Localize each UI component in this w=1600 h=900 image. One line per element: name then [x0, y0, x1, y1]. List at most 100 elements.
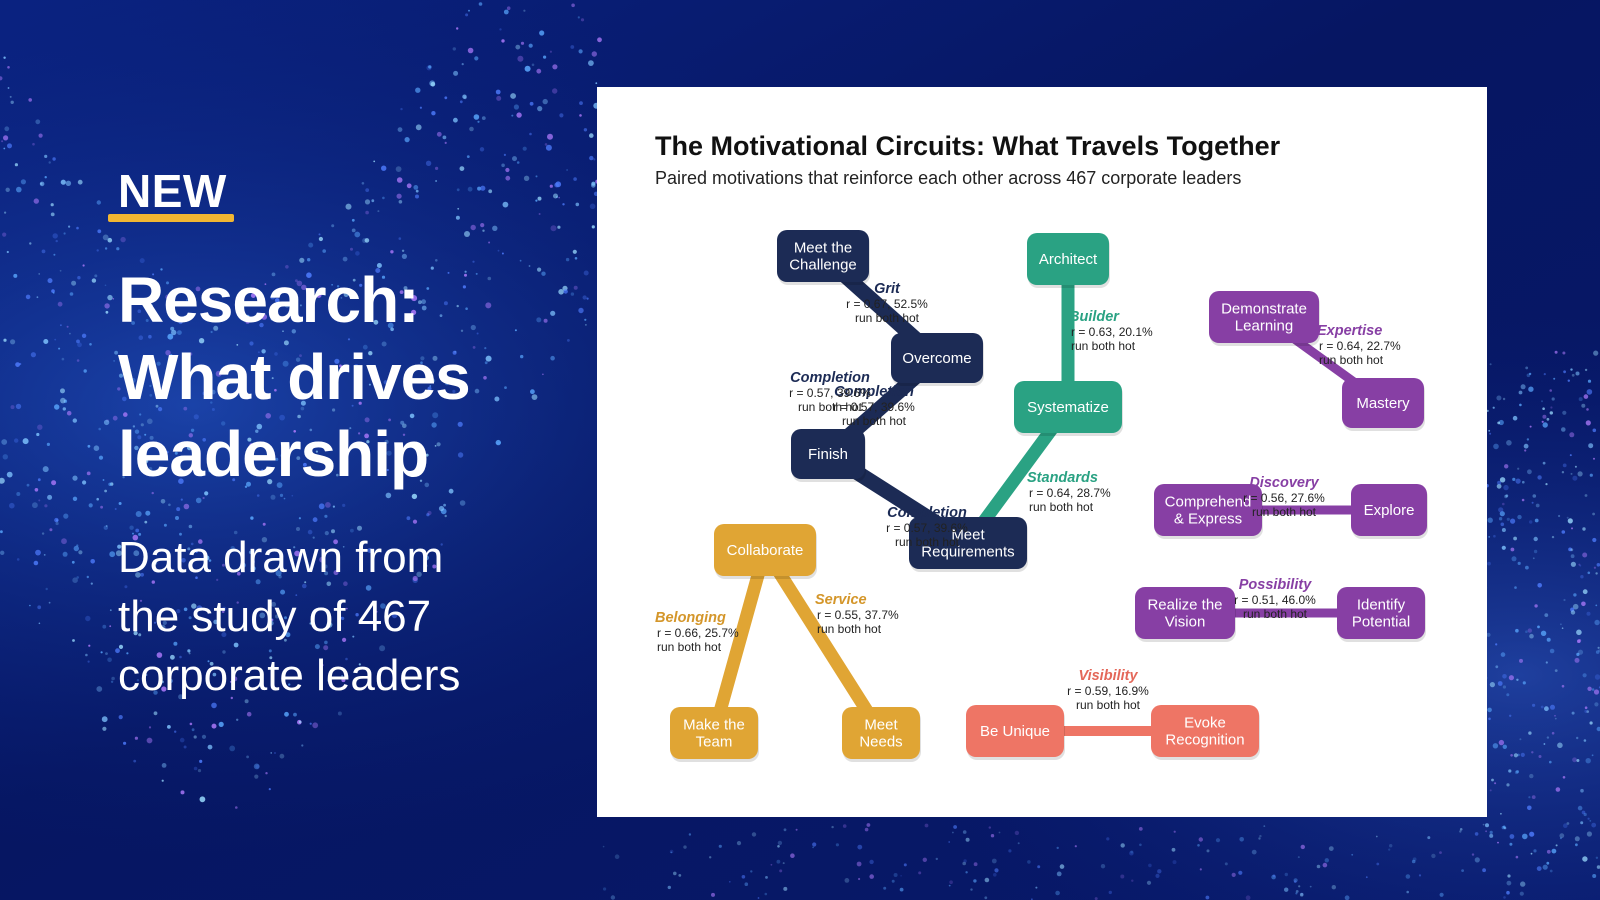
node-label: Recognition	[1165, 732, 1244, 749]
subheadline-line: corporate leaders	[118, 651, 461, 700]
node-mastery: Mastery	[1342, 378, 1425, 431]
edge-name: Standards	[1027, 470, 1098, 486]
edge-stat: r = 0.59, 16.9%	[1067, 684, 1149, 698]
node-label: Team	[696, 734, 733, 751]
node-finish: Finish	[791, 429, 866, 482]
node-label: Evoke	[1184, 715, 1226, 732]
edge-note: run both hot	[1029, 500, 1094, 514]
edge-stat: r = 0.51, 46.0%	[1234, 593, 1316, 607]
edge-stat: r = 0.66, 25.7%	[657, 626, 739, 640]
diagram-subtitle: Paired motivations that reinforce each o…	[655, 168, 1242, 188]
edge-note: run both hot	[1076, 698, 1141, 712]
node-explore: Explore	[1351, 484, 1428, 539]
node-label: Realize the	[1147, 597, 1222, 614]
node-label: Comprehend	[1165, 494, 1252, 511]
edge-name: Builder	[1069, 309, 1120, 325]
edge-name: Completion	[834, 384, 914, 400]
headline: Research: What drives leadership	[118, 262, 471, 493]
node-label: Learning	[1235, 318, 1293, 335]
node-label: Requirements	[921, 544, 1014, 561]
node-label: Challenge	[789, 257, 857, 274]
node-label: Explore	[1364, 502, 1415, 519]
new-badge: NEW	[118, 165, 227, 217]
edge-note: run both hot	[842, 414, 907, 428]
node-architect: Architect	[1027, 233, 1110, 288]
node-label: Potential	[1352, 614, 1410, 631]
node-comprehend-express: Comprehend& Express	[1154, 484, 1263, 539]
edge-name: Completion	[887, 505, 967, 521]
node-label: Collaborate	[727, 542, 804, 559]
node-label: Finish	[808, 446, 848, 463]
node-label: Overcome	[902, 350, 971, 367]
edge-stat: r = 0.57, 39.6%	[833, 400, 915, 414]
edge-name: Completion	[790, 370, 870, 386]
new-badge-underline	[108, 214, 234, 222]
motivational-circuits-diagram: Meet theChallengeOvercomeFinishMeetRequi…	[655, 230, 1428, 762]
edge-note: run both hot	[855, 311, 920, 325]
node-label: Meet the	[794, 240, 852, 257]
subheadline-line: the study of 467	[118, 592, 432, 641]
edge-stat: r = 0.64, 28.7%	[1029, 486, 1111, 500]
edge-name: Service	[815, 592, 867, 608]
node-be-unique: Be Unique	[966, 705, 1065, 760]
edge-note: run both hot	[1243, 607, 1308, 621]
edge-stat: r = 0.64, 22.7%	[1319, 339, 1401, 353]
edge-note: run both hot	[1252, 505, 1317, 519]
edge-stat: r = 0.57, 39.6%	[789, 386, 871, 400]
edge-note: run both hot	[1319, 353, 1384, 367]
edge-name: Visibility	[1078, 668, 1138, 684]
subheadline-line: Data drawn from	[118, 533, 444, 582]
headline-line: leadership	[118, 418, 429, 490]
connector-collaborate-meet-needs	[758, 543, 888, 740]
node-systematize: Systematize	[1014, 381, 1123, 436]
edge-name: Possibility	[1239, 577, 1312, 593]
diagram-title: The Motivational Circuits: What Travels …	[655, 131, 1281, 161]
edge-stat: r = 0.56, 27.6%	[1243, 491, 1325, 505]
edge-stat: r = 0.63, 20.1%	[1071, 325, 1153, 339]
edge-name: Discovery	[1249, 475, 1319, 491]
node-collaborate: Collaborate	[714, 524, 817, 579]
edge-note: run both hot	[657, 640, 722, 654]
node-label: Be Unique	[980, 723, 1050, 740]
node-label: Systematize	[1027, 399, 1109, 416]
connector-collaborate-make-the-team	[707, 543, 772, 740]
edge-name: Grit	[874, 281, 901, 297]
edge-name: Belonging	[655, 610, 726, 626]
node-label: Identify	[1357, 597, 1406, 614]
edge-note: run both hot	[1071, 339, 1136, 353]
node-label: Vision	[1165, 614, 1206, 631]
subheadline: Data drawn from the study of 467 corpora…	[118, 528, 460, 705]
edge-name: Expertise	[1317, 323, 1382, 339]
node-label: Needs	[859, 734, 902, 751]
node-label: Demonstrate	[1221, 301, 1307, 318]
node-label: Mastery	[1356, 395, 1410, 412]
headline-line: Research:	[118, 264, 419, 336]
edge-stat: r = 0.57, 39.6%	[886, 521, 968, 535]
edge-stat: r = 0.55, 37.7%	[817, 608, 899, 622]
edge-stat: r = 0.67, 52.5%	[846, 297, 928, 311]
node-label: Meet	[951, 527, 985, 544]
edge-note: run both hot	[798, 400, 863, 414]
edge-note: run both hot	[895, 535, 960, 549]
node-label: Meet	[864, 717, 898, 734]
